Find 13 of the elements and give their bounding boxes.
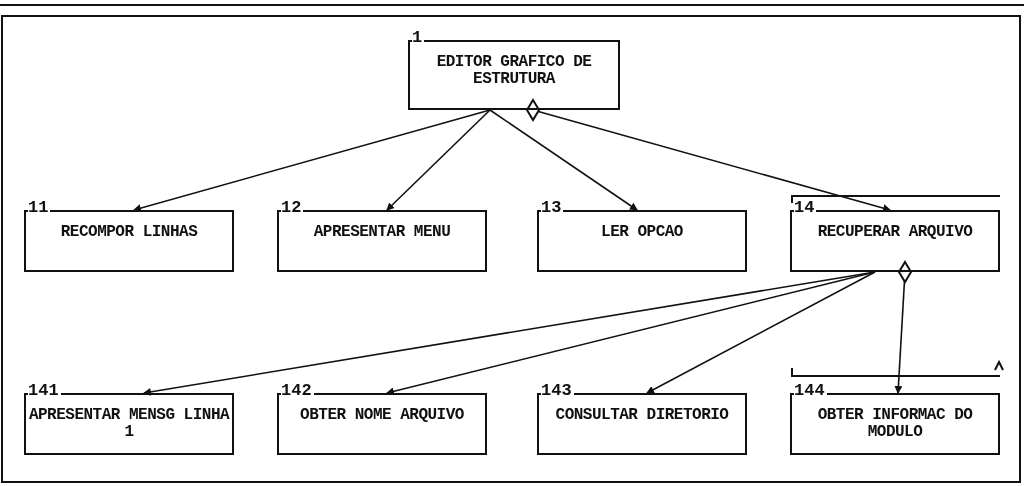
module-label: EDITOR GRAFICO DE ESTRUTURA — [435, 54, 593, 88]
module-label: APRESENTAR MENSG LINHA 1 — [27, 407, 231, 441]
module-label: OBTER NOME ARQUIVO — [299, 407, 465, 424]
module-label: LER OPCAO — [600, 224, 684, 241]
arrow — [489, 109, 638, 211]
module-label: APRESENTAR MENU — [312, 224, 452, 241]
module-label: RECOMPOR LINHAS — [59, 224, 199, 241]
arrow — [386, 109, 491, 211]
module-label: RECUPERAR ARQUIVO — [816, 224, 974, 241]
arrow — [646, 271, 876, 394]
module-label: CONSULTAR DIRETORIO — [554, 407, 730, 424]
module-label: OBTER INFORMAC DO MODULO — [816, 407, 974, 441]
arrow — [133, 109, 491, 212]
